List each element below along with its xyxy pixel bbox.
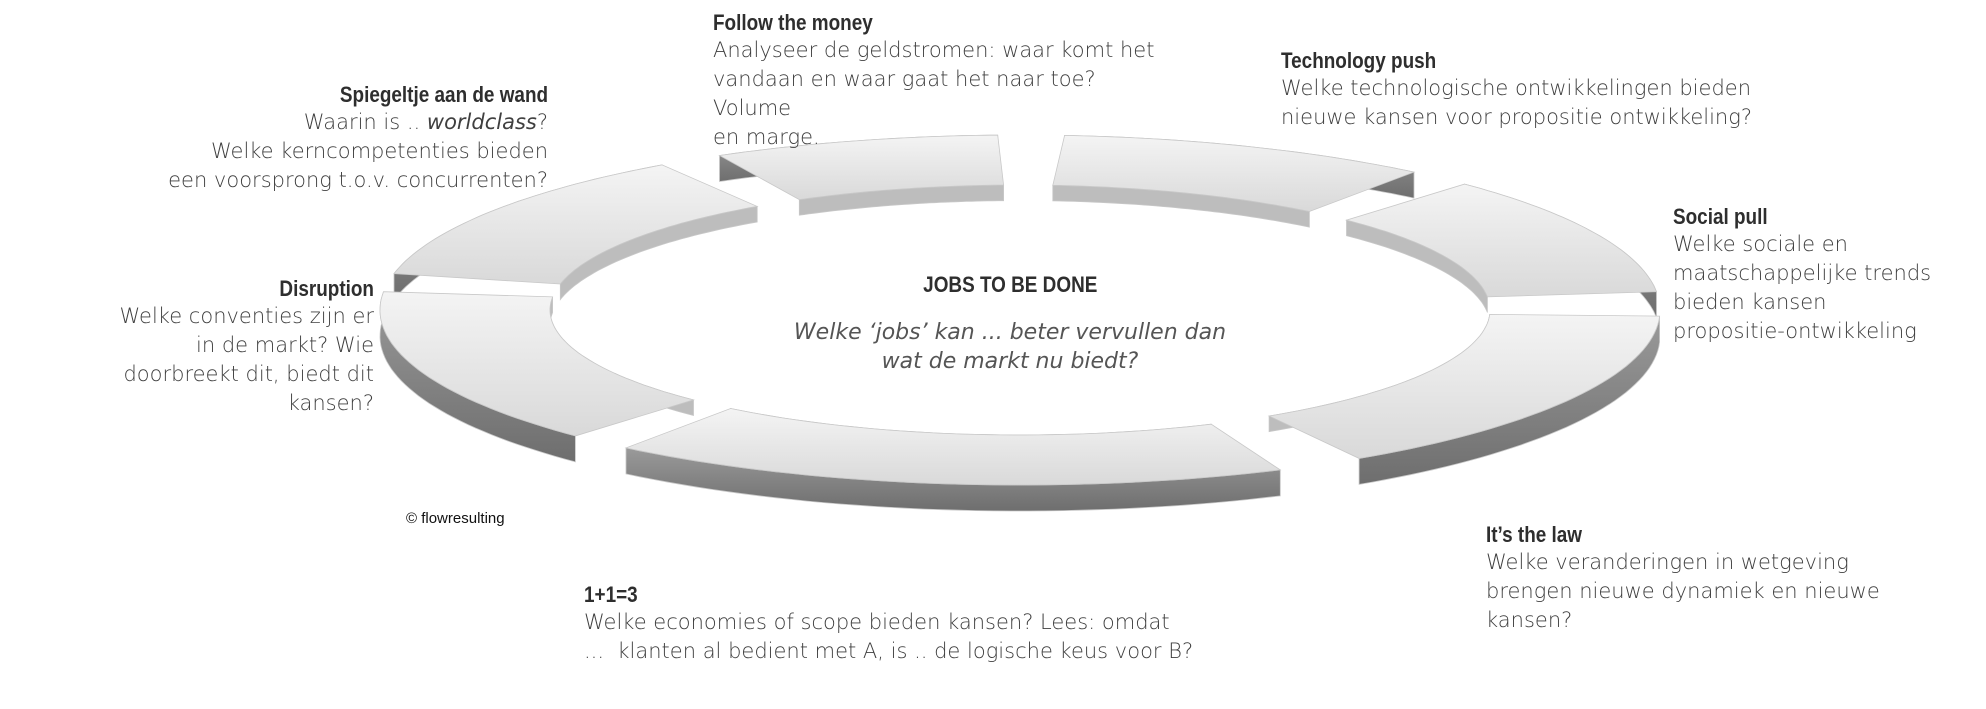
disruption-line: in de markt? Wie: [196, 333, 374, 357]
copyright-notice: © flowresulting: [406, 510, 505, 527]
spiegeltje-line: een voorsprong t.o.v. concurrenten?: [168, 168, 548, 192]
one-plus-one-line: ... klanten al bedient met A, is .. de l…: [584, 639, 1194, 663]
label-disruption: Disruption Welke conventies zijn er in d…: [60, 276, 375, 418]
social-pull-line: propositie-ontwikkeling: [1673, 319, 1917, 343]
ring-segment-one-plus-one: [624, 408, 1282, 486]
disruption-line: doorbreekt dit, biedt dit: [123, 362, 374, 386]
center-subtitle-line2: wat de markt nu biedt?: [881, 349, 1139, 374]
its-the-law-line: brengen nieuwe dynamiek en nieuwe: [1486, 579, 1880, 603]
its-the-law-line: Welke veranderingen in wetgeving: [1486, 550, 1849, 574]
follow-the-money-title: Follow the money: [713, 10, 873, 35]
ring-segment-spiegeltje: [393, 164, 759, 285]
one-plus-one-title: 1+1=3: [584, 582, 638, 607]
disruption-line: Welke conventies zijn er: [119, 304, 375, 328]
spiegeltje-line-worldclass: Waarin is .. worldclass?: [100, 108, 548, 137]
follow-the-money-line: en marge.: [713, 125, 820, 149]
center-subtitle-line1: Welke ‘jobs’ kan ... beter vervullen dan: [793, 320, 1227, 345]
label-technology-push: Technology push Welke technologische ont…: [1281, 48, 1781, 132]
spiegeltje-line-emphasis: worldclass: [426, 110, 537, 134]
follow-the-money-line: vandaan en waar gaat het naar toe? Volum…: [713, 67, 1096, 120]
ring-segment-technology-push: [1052, 134, 1416, 212]
center-title: JOBS TO BE DONE: [922, 272, 1098, 297]
ring-segment-social-pull: [1345, 183, 1658, 298]
social-pull-line: maatschappelijke trends: [1673, 261, 1932, 285]
ring-segment-follow-the-money: [718, 134, 1005, 201]
label-its-the-law: It’s the law Welke veranderingen in wetg…: [1486, 522, 1946, 635]
spiegeltje-line-suffix: ?: [536, 110, 548, 134]
social-pull-title: Social pull: [1673, 204, 1768, 229]
its-the-law-title: It’s the law: [1486, 522, 1583, 547]
follow-the-money-line: Analyseer de geldstromen: waar komt het: [713, 38, 1155, 62]
label-social-pull: Social pull Welke sociale en maatschappe…: [1673, 204, 1973, 346]
spiegeltje-line: Welke kerncompetenties bieden: [210, 139, 548, 163]
technology-push-title: Technology push: [1281, 48, 1437, 73]
ring-segment-its-the-law: [1267, 313, 1661, 459]
label-follow-the-money: Follow the money Analyseer de geldstrome…: [713, 10, 1173, 152]
center-block: JOBS TO BE DONE Welke ‘jobs’ kan ... bet…: [790, 272, 1230, 376]
spiegeltje-line-prefix: Waarin is ..: [303, 110, 427, 134]
social-pull-line: Welke sociale en: [1673, 232, 1848, 256]
label-spiegeltje: Spiegeltje aan de wand Waarin is .. worl…: [100, 82, 548, 195]
one-plus-one-line: Welke economies of scope bieden kansen? …: [584, 610, 1170, 634]
disruption-title: Disruption: [279, 276, 374, 301]
technology-push-line: Welke technologische ontwikkelingen bied…: [1281, 76, 1751, 100]
ring-segment-disruption: [379, 291, 695, 437]
disruption-line: kansen?: [287, 391, 374, 415]
its-the-law-line: kansen?: [1486, 608, 1573, 632]
technology-push-line: nieuwe kansen voor propositie ontwikkeli…: [1281, 105, 1752, 129]
spiegeltje-title: Spiegeltje aan de wand: [339, 82, 548, 107]
social-pull-line: bieden kansen: [1673, 290, 1827, 314]
label-one-plus-one: 1+1=3 Welke economies of scope bieden ka…: [584, 582, 1204, 666]
